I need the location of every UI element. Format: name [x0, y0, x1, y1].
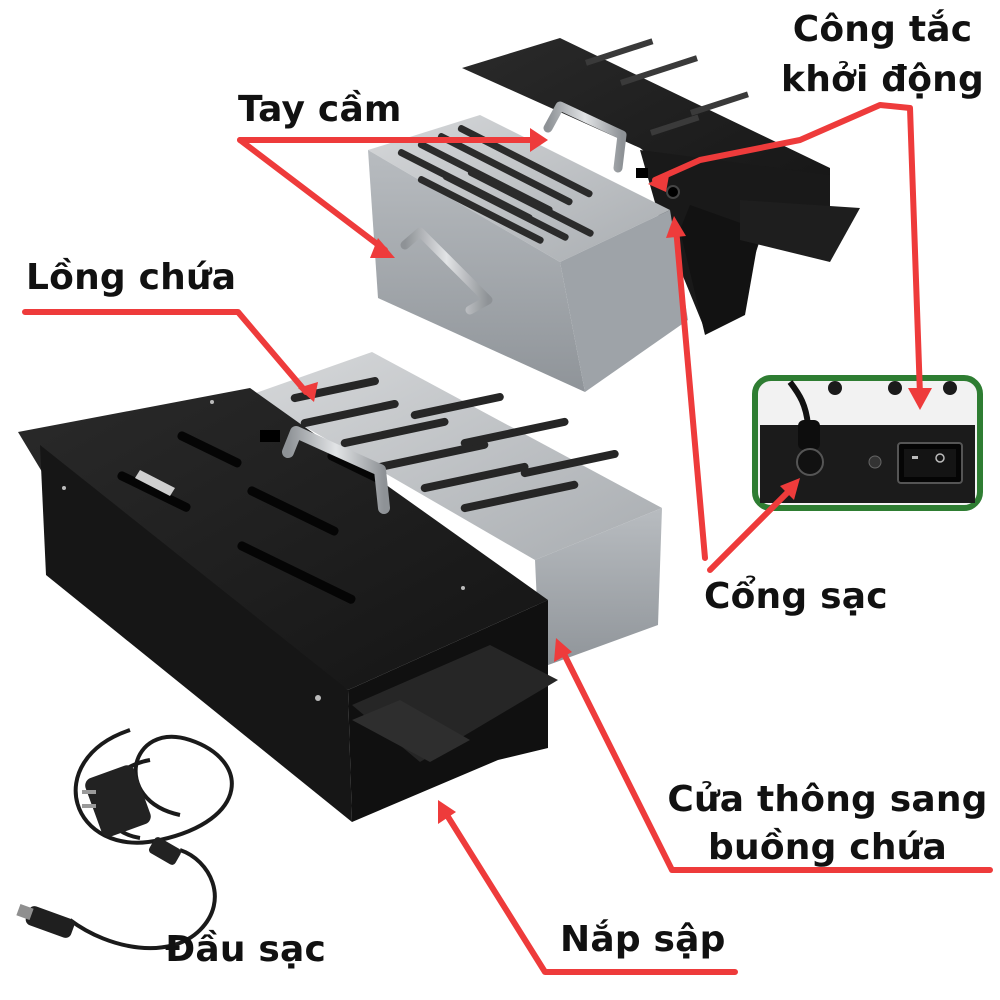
charging-port-detail [796, 448, 824, 476]
dc-jack-icon [798, 420, 820, 450]
upper-black-plate [740, 200, 860, 262]
arrowhead-icon [298, 382, 318, 402]
arrowhead-icon [908, 388, 932, 410]
arrow-heads [298, 128, 932, 824]
label-cong-sac: Cổng sạc [704, 576, 888, 617]
power-adapter-icon [16, 728, 234, 951]
label-dau-sac: Đầu sạc [165, 929, 327, 970]
label-cong-tac-line1: Công tắc [792, 9, 973, 50]
upper-trap [368, 38, 860, 392]
callout-lines [22, 102, 993, 975]
upper-port [666, 185, 680, 199]
lower-window [135, 470, 175, 496]
lower-cage-top [250, 352, 662, 560]
upper-top-handle [543, 101, 627, 173]
lower-black-front [40, 445, 352, 822]
rocker-switch-icon [897, 442, 963, 484]
label-nap-sap: Nắp sập [560, 919, 726, 960]
arrowhead-icon [666, 216, 686, 238]
label-cong-tac-line2: khởi động [781, 59, 984, 100]
label-cua-thong-line2: buồng chứa [708, 827, 947, 868]
arrowhead-icon [648, 170, 670, 192]
arrowhead-icon [554, 638, 572, 662]
lower-handle [282, 426, 390, 514]
arrowhead-icon [438, 800, 456, 824]
lower-trap-plate [352, 700, 470, 762]
upper-cage-top [368, 115, 670, 262]
arrowhead-icon [530, 128, 548, 152]
upper-cage-slots [397, 125, 594, 244]
arrowhead-icon [780, 478, 800, 500]
lower-black-top [18, 388, 548, 690]
label-tay-cam: Tay cầm [238, 89, 402, 130]
upper-cage-side [560, 210, 688, 392]
upper-cage-front [368, 150, 585, 392]
arrowhead-icon [370, 238, 395, 258]
label-cua-thong-line1: Cửa thông sang [667, 779, 988, 820]
lower-black-slots [117, 431, 383, 604]
upper-side-handle [400, 227, 493, 315]
lower-screws [62, 400, 465, 701]
lower-trap [18, 352, 662, 822]
label-long-chua: Lồng chứa [26, 257, 237, 298]
upper-switch [636, 168, 648, 178]
upper-black-slots [584, 38, 749, 136]
lower-switch [260, 430, 280, 442]
lower-cage-side [535, 508, 662, 668]
